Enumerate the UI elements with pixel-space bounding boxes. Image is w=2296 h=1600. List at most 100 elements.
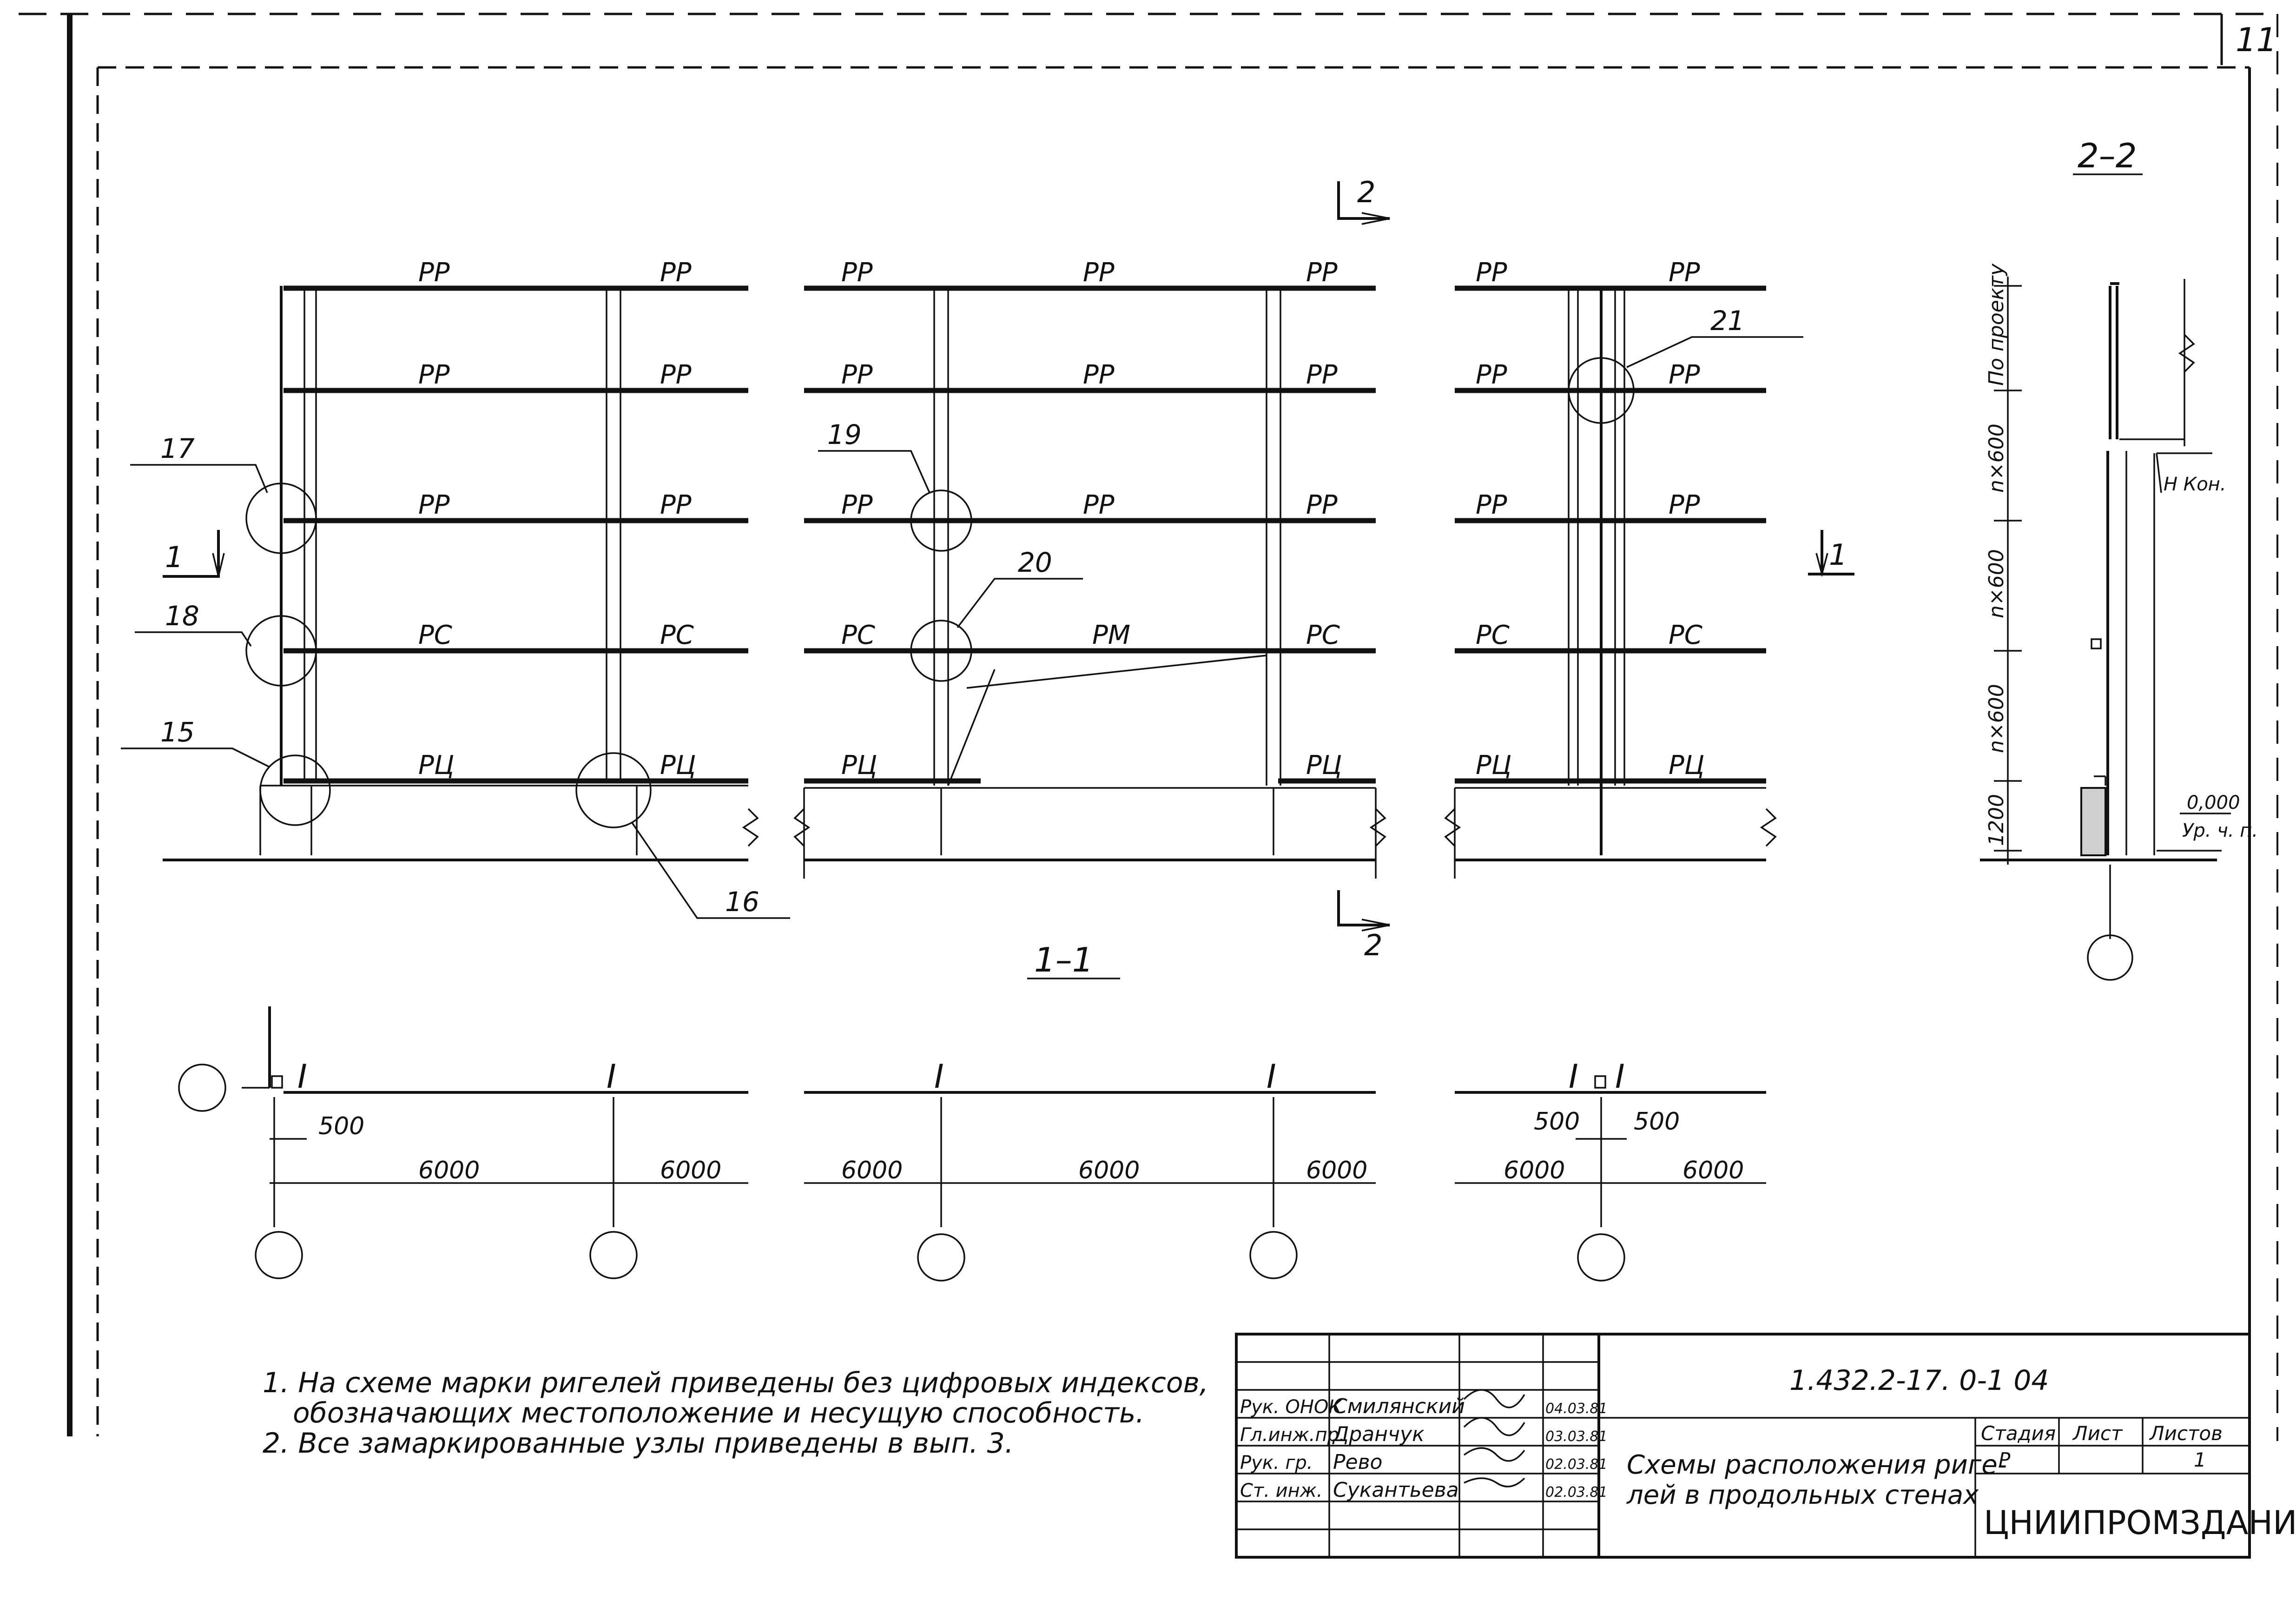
axis-bubble [917,1233,965,1282]
stage-value: Р [1999,1448,2011,1471]
beam-label: РС [1306,620,1340,650]
axis-bubble [2087,934,2133,981]
sheet-number: 11 [2236,21,2277,59]
staff-role: Рук. гр. [1240,1452,1313,1474]
node-number: 19 [827,419,862,450]
dim-label: 6000 [660,1157,721,1184]
section-title-2-2: 2–2 [2078,136,2137,175]
beam-label: РМ [1092,620,1130,650]
beam-label: РР [1083,258,1115,288]
title-block [1235,1333,2251,1559]
elevation-left [163,285,759,861]
dim-label: 500 [1534,1108,1580,1136]
dim-label: 6000 [841,1157,903,1184]
dim-label: 6000 [1682,1157,1744,1184]
svg-text:I: I [607,1058,616,1096]
sheets-value: 1 [2194,1448,2206,1471]
axis-bubble [255,1231,303,1279]
dim-label: По проекту [1985,263,2008,386]
staff-role: Гл.инж.пр. [1240,1424,1345,1446]
node-number: 17 [160,433,195,464]
beam-label: РР [1083,360,1115,390]
beam-label: РР [660,360,692,390]
staff-name: Смилянский [1333,1395,1465,1418]
beam-label: РР [1476,258,1507,288]
staff-date: 03.03.81 [1545,1428,1608,1445]
beam-label: РЦ [1476,750,1511,780]
beam-label: РС [841,620,875,650]
sheet-frame [19,13,2278,1557]
dim-label: 6000 [1078,1157,1140,1184]
node-callouts-left [121,464,790,919]
staff-date: 02.03.81 [1545,1484,1608,1501]
drawing-title-line-2: лей в продольных стенах [1626,1480,1979,1510]
section-2-2 [1980,277,2222,981]
dim-label: 500 [318,1112,364,1140]
svg-text:I: I [297,1058,307,1096]
organization-name: ЦНИИПРОМЗДАНИЙ [1984,1504,2296,1542]
axis-bubble [1249,1231,1298,1279]
beam-label: РР [418,360,450,390]
elevation-right [1444,285,1803,879]
plan-axes: I I I I I I [178,1006,1766,1282]
node-number: 16 [725,886,759,918]
beam-label: РР [1476,360,1507,390]
level-top-label: Н Кон. [2164,474,2226,495]
sheets-header: Листов [2149,1422,2223,1445]
axis-bubble [178,1064,226,1112]
dim-label: 6000 [418,1157,480,1184]
section-cut-markers [163,181,1854,932]
svg-text:I: I [1615,1058,1625,1096]
beam-label: РС [1476,620,1510,650]
svg-text:I: I [934,1058,944,1096]
beam-label: РР [841,258,873,288]
beam-label: РР [841,360,873,390]
stage-header: Стадия [1981,1422,2056,1445]
section-mark: 2 [1357,175,1375,209]
svg-text:I: I [1267,1058,1276,1096]
section-mark: 1 [1829,538,1847,572]
dim-label: n×600 [1985,549,2008,618]
beam-label: РР [1669,360,1700,390]
node-number: 21 [1710,305,1745,337]
staff-date: 02.03.81 [1545,1456,1608,1473]
dim-label: n×600 [1985,684,2008,753]
beam-label: РР [1476,490,1507,520]
level-bottom-note: Ур. ч. п. [2182,820,2258,841]
staff-name: Рево [1333,1450,1382,1474]
beam-label: РР [841,490,873,520]
beam-label: РЦ [660,750,696,780]
dim-label: 6000 [1306,1157,1367,1184]
staff-role: Ст. инж. [1240,1480,1323,1501]
dim-label: n×600 [1985,423,2008,493]
beam-label: РЦ [1306,750,1342,780]
beam-label: РР [660,258,692,288]
elevation-middle [793,285,1386,879]
beam-label: РР [1669,258,1700,288]
beam-label: РР [1306,360,1338,390]
node-number: 20 [1018,547,1052,578]
beam-label: РЦ [841,750,877,780]
staff-name: Сукантьева [1333,1478,1459,1502]
beam-label: РС [418,620,452,650]
beam-label: РС [1669,620,1702,650]
document-code: 1.432.2-17. 0-1 04 [1789,1364,2049,1397]
beam-label: РЦ [418,750,454,780]
level-bottom-label: 0,000 [2187,792,2240,813]
axis-bubble [589,1231,638,1279]
section-mark: 1 [165,540,183,574]
section-mark: 2 [1364,928,1382,962]
node-number: 15 [160,716,195,748]
beam-label: РС [660,620,694,650]
beam-label: РЦ [1669,750,1704,780]
beam-label: РР [1306,258,1338,288]
beam-label: РР [660,490,692,520]
note-1-cont: обозначающих местоположение и несущую сп… [293,1397,1144,1429]
staff-date: 04.03.81 [1545,1401,1608,1417]
dim-label: 500 [1634,1108,1680,1136]
beam-label: РР [418,258,450,288]
beam-label: РР [418,490,450,520]
axis-bubble [1577,1233,1625,1282]
staff-name: Дранчук [1332,1422,1425,1446]
